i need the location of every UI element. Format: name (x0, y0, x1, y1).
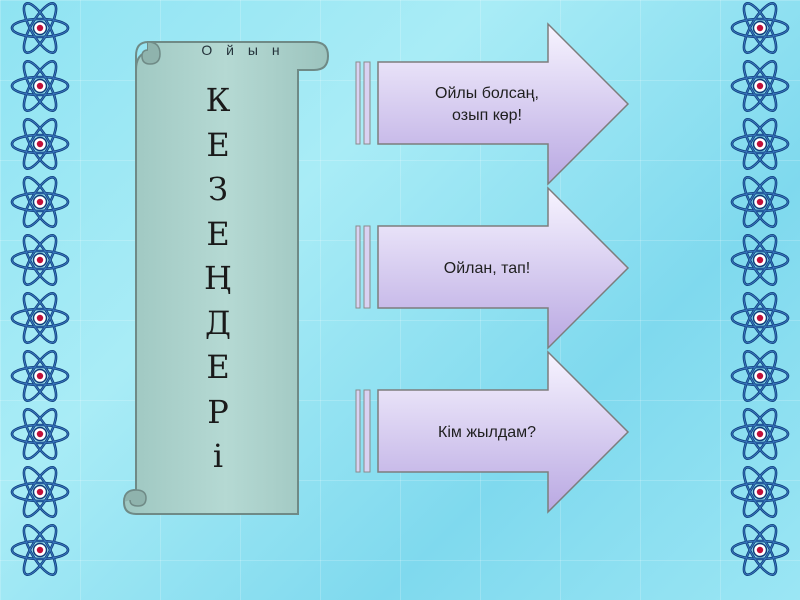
arrow-label: Кім жылдам? (392, 350, 582, 516)
arrow-button-1[interactable]: Ойлы болсаң, озып көр! (352, 22, 632, 188)
atom-icon (8, 58, 72, 114)
atom-icon (8, 290, 72, 346)
atom-icon (728, 522, 792, 578)
atom-icon (728, 406, 792, 462)
letter: К (206, 78, 231, 123)
vertical-word: К Е З Е Ң Д Е Р і (170, 78, 266, 479)
atom-icon (8, 522, 72, 578)
right-atom-column (724, 0, 796, 600)
arrow-label: Ойлы болсаң, озып көр! (392, 22, 582, 188)
atom-icon (728, 116, 792, 172)
arrow-label-line1: Ойлы болсаң, (435, 83, 539, 105)
arrow-label-line2: озып көр! (435, 105, 539, 127)
title-scroll: О й ы н К Е З Е Ң Д Е Р і (108, 40, 334, 518)
atom-icon (8, 232, 72, 288)
arrow-button-3[interactable]: Кім жылдам? (352, 350, 632, 516)
arrow-button-2[interactable]: Ойлан, тап! (352, 186, 632, 352)
letter: Д (205, 301, 231, 346)
atom-icon (8, 348, 72, 404)
atom-icon (8, 406, 72, 462)
atom-icon (8, 174, 72, 230)
atom-icon (728, 174, 792, 230)
letter: Е (206, 212, 229, 257)
atom-icon (8, 116, 72, 172)
letter: Е (206, 345, 229, 390)
atom-icon (728, 464, 792, 520)
atom-icon (8, 0, 72, 56)
letter: Е (206, 123, 229, 168)
letter: Ң (204, 256, 232, 301)
atom-icon (8, 464, 72, 520)
atom-icon (728, 290, 792, 346)
atom-icon (728, 58, 792, 114)
left-atom-column (4, 0, 76, 600)
atom-icon (728, 232, 792, 288)
atom-icon (728, 348, 792, 404)
atom-icon (728, 0, 792, 56)
letter: З (208, 167, 228, 212)
arrow-label-line1: Ойлан, тап! (444, 258, 531, 280)
arrow-label-line1: Кім жылдам? (438, 422, 536, 444)
arrow-label: Ойлан, тап! (392, 186, 582, 352)
scroll-title: О й ы н (168, 42, 318, 58)
letter: Р (207, 390, 229, 435)
letter: і (213, 434, 223, 479)
